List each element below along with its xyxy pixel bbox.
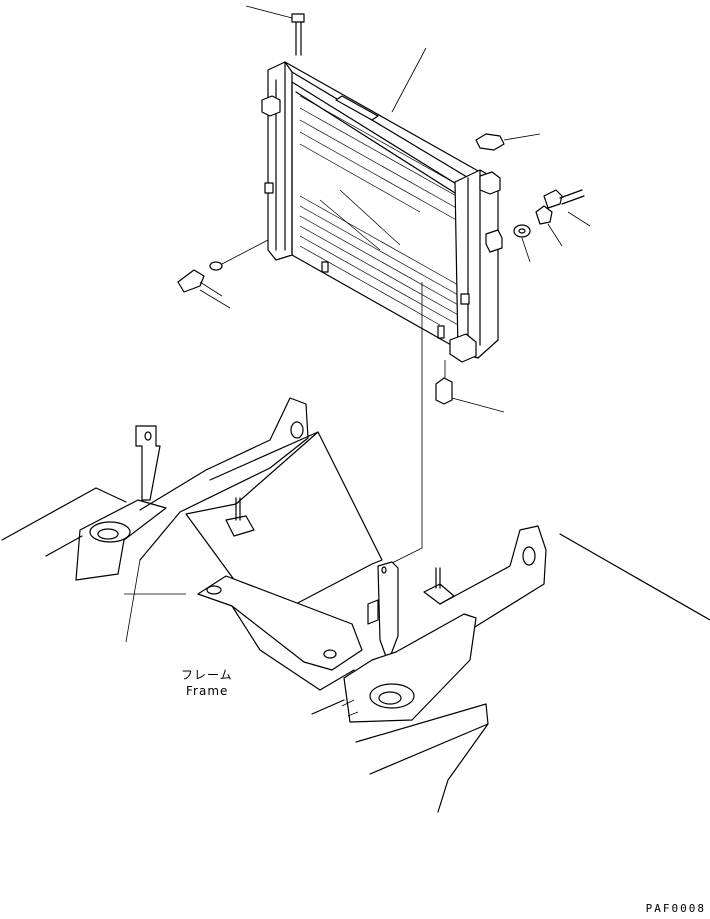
frame [1, 397, 710, 813]
leader-lines [385, 282, 446, 567]
radiator-cap [475, 133, 541, 151]
radiator [245, 5, 503, 363]
mounting-bolt [543, 189, 591, 227]
frame-label-english: Frame [186, 684, 229, 698]
washer [513, 224, 531, 263]
frame-label-japanese: フレーム [181, 668, 233, 682]
core-hatching [299, 95, 461, 327]
rubber-mount [435, 377, 505, 413]
drawing-code: PAF0008 [645, 902, 706, 915]
nut [535, 205, 563, 247]
drain-valve [177, 239, 269, 309]
